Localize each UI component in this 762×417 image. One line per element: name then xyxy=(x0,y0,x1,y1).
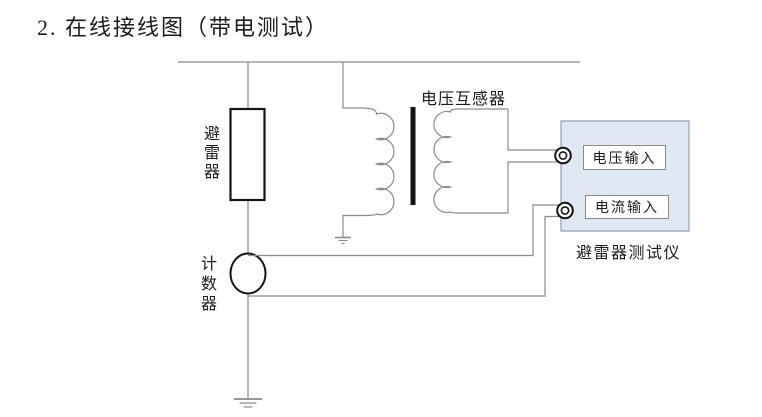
current-input-box: 电流输入 xyxy=(585,195,669,219)
ground-symbol-main xyxy=(234,398,262,408)
arrester-label: 避雷器 xyxy=(201,125,218,182)
voltage-input-label: 电压输入 xyxy=(592,151,657,167)
counter-symbol xyxy=(229,252,267,295)
arrester-symbol xyxy=(229,107,266,202)
tester-label: 避雷器测试仪 xyxy=(576,245,682,262)
current-lead-top-wire xyxy=(248,204,559,257)
pt-secondary-coil xyxy=(433,108,508,214)
current-terminal-icon xyxy=(556,201,574,220)
current-input-label: 电流输入 xyxy=(595,201,659,216)
current-lead-bottom-wire xyxy=(248,215,559,297)
voltage-lead-bottom-wire xyxy=(507,161,558,213)
counter-label: 计数器 xyxy=(198,255,215,315)
voltage-transformer-label: 电压互感器 xyxy=(421,91,507,108)
transformer-core-bar xyxy=(410,107,416,205)
ground-symbol-pt xyxy=(335,236,351,245)
voltage-terminal-icon xyxy=(554,146,572,165)
pt-primary-coil xyxy=(342,62,395,237)
page-title: 2. 在线接线图（带电测试） xyxy=(37,15,330,40)
voltage-input-box: 电压输入 xyxy=(583,145,666,170)
voltage-lead-top-wire xyxy=(507,109,557,151)
